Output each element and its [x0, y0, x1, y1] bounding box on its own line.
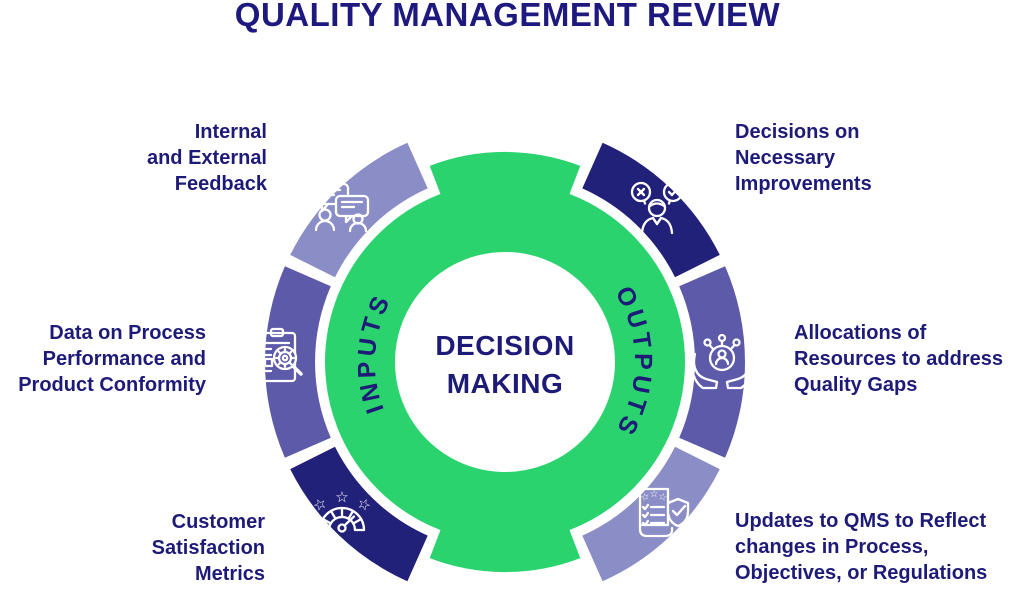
segment-output-decisions: [582, 142, 720, 278]
green-ring: [325, 182, 685, 542]
output-label-allocations: Allocations of Resources to address Qual…: [794, 322, 1003, 396]
segment-output-allocations: [679, 266, 746, 458]
qms-update-icon: ☆ ☆ ☆: [638, 487, 690, 538]
decision-choice-icon: [630, 181, 684, 235]
output-label-decisions: Decisions on Necessary Improvements: [735, 121, 872, 195]
output-label-updates: Updates to QMS to Reflect changes in Pro…: [735, 510, 988, 584]
decision-making-center-label: DECISION MAKING: [435, 330, 575, 399]
resource-allocation-icon: [690, 333, 754, 390]
svg-text:☆: ☆: [657, 491, 669, 504]
page-title: QUALITY MANAGEMENT REVIEW: [234, 0, 781, 33]
svg-text:☆: ☆: [650, 489, 659, 500]
svg-text:☆: ☆: [335, 488, 348, 506]
input-label-feedback: Internal and External Feedback: [146, 121, 267, 195]
segment-input-process-data: [264, 266, 331, 458]
process-audit-icon: [257, 327, 303, 383]
feedback-chat-icon: [314, 182, 370, 233]
segment-input-customer-metrics: [290, 446, 428, 582]
satisfaction-gauge-icon: ☆ ☆ ☆: [310, 488, 374, 533]
input-label-process-data: Data on Process Performance and Product …: [18, 322, 206, 396]
input-label-customer-metrics: Customer Satisfaction Metrics: [151, 511, 265, 585]
svg-text:☆: ☆: [640, 491, 652, 504]
